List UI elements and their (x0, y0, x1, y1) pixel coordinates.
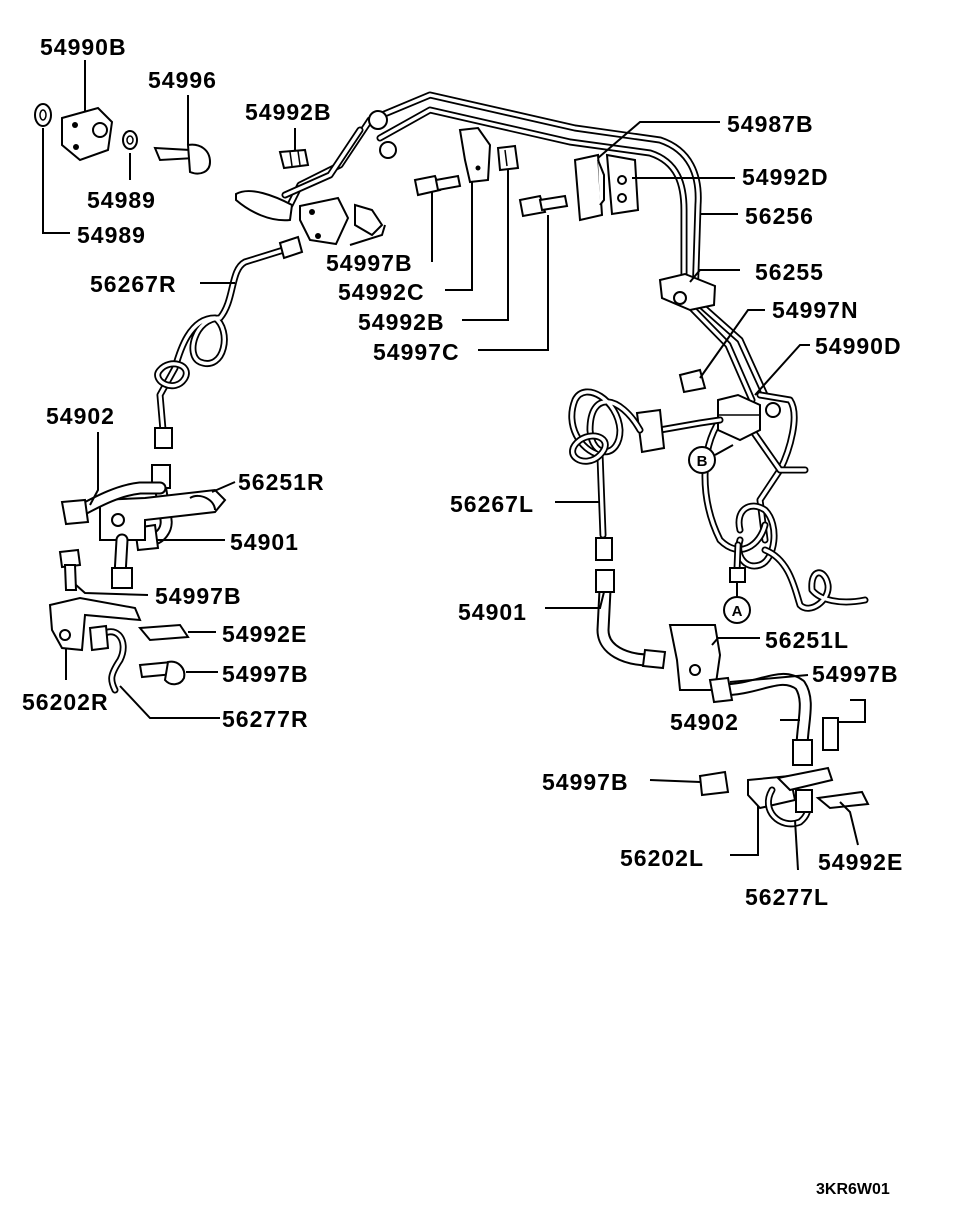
label-54997B-l1: 54997B (812, 661, 899, 687)
clip-54992B-mid (496, 144, 520, 172)
label-56267R: 56267R (90, 271, 177, 297)
part-labels: 54990B 54996 54989 54989 54992B 54987B 5… (22, 34, 903, 910)
label-54992D: 54992D (742, 164, 829, 190)
label-54989-lower: 54989 (77, 222, 146, 248)
clip-54992B-top (278, 148, 310, 170)
bracket-joint-top-left (235, 110, 397, 246)
label-56277R: 56277R (222, 706, 309, 732)
label-54987B: 54987B (727, 111, 814, 137)
label-54997B-l2: 54997B (542, 769, 629, 795)
leader-lines (42, 60, 866, 871)
label-54902-left: 54902 (670, 709, 739, 735)
label-54997B-r1: 54997B (155, 583, 242, 609)
label-54989-upper: 54989 (87, 187, 156, 213)
valve-54990D (635, 368, 869, 612)
label-56251R: 56251R (238, 469, 325, 495)
label-56202L: 56202L (620, 845, 704, 871)
label-56255: 56255 (755, 259, 824, 285)
label-54997N: 54997N (772, 297, 859, 323)
marker-a: A (723, 582, 751, 624)
hose-54901-left (595, 569, 667, 670)
label-54996: 54996 (148, 67, 217, 93)
label-56277L: 56277L (745, 884, 829, 910)
label-54992B-mid: 54992B (358, 309, 445, 335)
label-56251L: 56251L (765, 627, 849, 653)
label-54992E-left: 54992E (818, 849, 903, 875)
hose-54902-left (708, 672, 839, 766)
marker-b-label: B (697, 453, 708, 470)
pipe-56267L (568, 388, 644, 561)
clip-54987B (573, 153, 605, 222)
label-54901-left: 54901 (458, 599, 527, 625)
clip-54992D (605, 153, 640, 216)
label-54901-right: 54901 (230, 529, 299, 555)
label-54992C: 54992C (338, 279, 425, 305)
label-54990B: 54990B (40, 34, 127, 60)
bolt-54997C (518, 194, 569, 218)
label-54992B-top: 54992B (245, 99, 332, 125)
main-brake-pipes (281, 91, 769, 404)
label-56267L: 56267L (450, 491, 534, 517)
joint-54990B (34, 103, 212, 175)
label-54997B-mid: 54997B (326, 250, 413, 276)
label-56256: 56256 (745, 203, 814, 229)
clamp-56255 (658, 272, 717, 312)
figure-code: 3KR6W01 (816, 1181, 890, 1198)
label-54997C: 54997C (373, 339, 460, 365)
marker-a-label: A (732, 603, 743, 620)
hose-54902-right (60, 481, 167, 589)
label-54997B-r2: 54997B (222, 661, 309, 687)
lower-right-fittings (698, 766, 870, 828)
marker-b: B (688, 444, 734, 474)
clip-54992C (458, 126, 492, 184)
lower-left-fittings (48, 548, 190, 694)
bracket-56251R (99, 488, 227, 541)
label-54992E-right: 54992E (222, 621, 307, 647)
pipe-56267R (154, 235, 304, 449)
label-56202R: 56202R (22, 689, 109, 715)
bolt-54997B-mid (413, 174, 462, 197)
label-54990D: 54990D (815, 333, 902, 359)
label-54902-right: 54902 (46, 403, 115, 429)
